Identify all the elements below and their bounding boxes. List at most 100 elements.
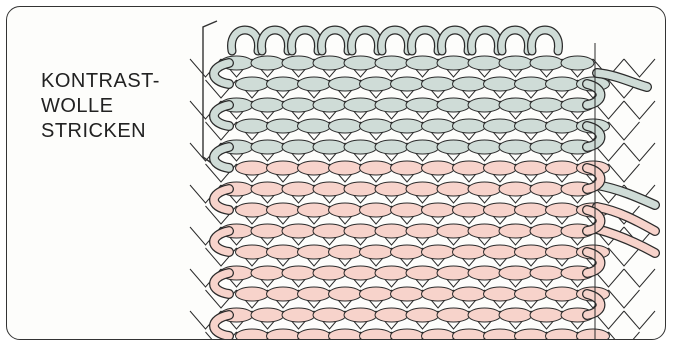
purl-stitch	[329, 329, 362, 340]
purl-stitch	[236, 77, 269, 91]
purl-stitch	[422, 203, 455, 217]
purl-stitch	[282, 182, 315, 196]
purl-stitch	[530, 56, 563, 70]
purl-stitch	[468, 266, 501, 280]
left-turning-loop	[214, 273, 229, 294]
right-turning-loop	[587, 210, 601, 231]
left-turning-loop	[214, 63, 229, 84]
purl-stitch	[329, 119, 362, 133]
purl-stitch	[546, 119, 579, 133]
purl-stitch	[468, 308, 501, 322]
purl-stitch	[468, 182, 501, 196]
purl-stitch	[422, 245, 455, 259]
knitting-diagram	[7, 7, 666, 340]
purl-stitch	[360, 77, 393, 91]
purl-stitch	[468, 98, 501, 112]
purl-stitch	[298, 245, 331, 259]
purl-stitch	[313, 98, 346, 112]
purl-stitch	[468, 224, 501, 238]
purl-stitch	[499, 56, 532, 70]
right-turning-loop	[587, 294, 601, 315]
purl-stitch	[484, 329, 517, 340]
purl-stitch	[375, 308, 408, 322]
purl-stitch	[515, 161, 548, 175]
purl-stitch	[267, 77, 300, 91]
purl-stitch	[313, 224, 346, 238]
purl-stitch	[329, 161, 362, 175]
purl-stitch	[406, 56, 439, 70]
stitch-leg	[609, 122, 640, 140]
purl-stitch	[391, 203, 424, 217]
purl-stitch	[453, 119, 486, 133]
purl-stitch	[391, 287, 424, 301]
purl-stitch	[484, 161, 517, 175]
purl-stitch	[422, 287, 455, 301]
purl-stitch	[375, 98, 408, 112]
purl-stitch	[236, 245, 269, 259]
purl-stitch	[298, 329, 331, 340]
purl-stitch	[267, 161, 300, 175]
purl-stitch	[437, 266, 470, 280]
purl-stitch	[282, 56, 315, 70]
purl-stitch	[375, 56, 408, 70]
knitted-fabric	[190, 30, 655, 340]
purl-stitch	[437, 224, 470, 238]
purl-stitch	[499, 98, 532, 112]
purl-stitch	[406, 308, 439, 322]
purl-stitch	[391, 77, 424, 91]
stitch-leg	[609, 290, 640, 308]
purl-stitch	[406, 182, 439, 196]
purl-stitch	[499, 224, 532, 238]
purl-stitch	[422, 329, 455, 340]
left-turning-loop	[214, 315, 229, 336]
purl-stitch	[530, 140, 563, 154]
purl-stitch	[298, 287, 331, 301]
stitch-leg	[609, 164, 640, 182]
section-bracket	[203, 21, 217, 167]
purl-stitch	[484, 287, 517, 301]
purl-stitch	[329, 245, 362, 259]
purl-stitch	[236, 119, 269, 133]
purl-stitch	[546, 329, 579, 340]
purl-stitch	[515, 329, 548, 340]
purl-stitch	[251, 224, 284, 238]
left-turning-loop	[214, 147, 229, 168]
purl-stitch	[530, 308, 563, 322]
purl-stitch	[267, 119, 300, 133]
purl-stitch	[422, 161, 455, 175]
purl-stitch	[344, 308, 377, 322]
purl-stitch	[344, 182, 377, 196]
purl-stitch	[437, 308, 470, 322]
stitch-leg	[624, 143, 655, 161]
purl-stitch	[546, 161, 579, 175]
purl-stitch	[546, 77, 579, 91]
purl-stitch	[468, 140, 501, 154]
purl-stitch	[251, 56, 284, 70]
purl-stitch	[313, 56, 346, 70]
purl-stitch	[298, 77, 331, 91]
purl-stitch	[282, 308, 315, 322]
purl-stitch	[484, 77, 517, 91]
purl-stitch	[453, 77, 486, 91]
stitch-leg	[624, 311, 655, 329]
purl-stitch	[360, 203, 393, 217]
stitch-leg	[624, 269, 655, 287]
purl-stitch	[422, 119, 455, 133]
stitch-leg	[609, 332, 640, 340]
purl-stitch	[406, 98, 439, 112]
purl-stitch	[484, 245, 517, 259]
purl-stitch	[391, 161, 424, 175]
purl-stitch	[251, 182, 284, 196]
purl-stitch	[236, 287, 269, 301]
purl-stitch	[499, 308, 532, 322]
purl-stitch	[391, 245, 424, 259]
purl-stitch	[577, 329, 610, 340]
purl-stitch	[329, 287, 362, 301]
purl-stitch	[298, 119, 331, 133]
purl-stitch	[313, 266, 346, 280]
purl-stitch	[251, 266, 284, 280]
purl-stitch	[530, 182, 563, 196]
purl-stitch	[530, 98, 563, 112]
purl-stitch	[515, 287, 548, 301]
purl-stitch	[344, 266, 377, 280]
